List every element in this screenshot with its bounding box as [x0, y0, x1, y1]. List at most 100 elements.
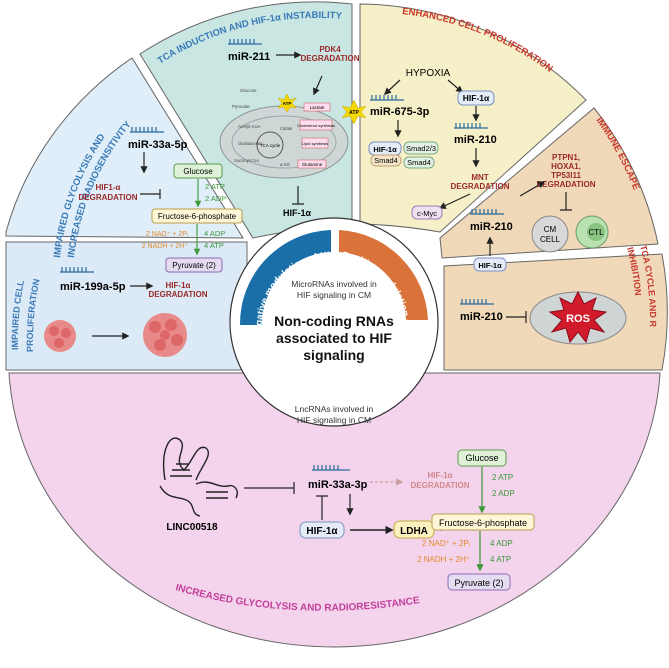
glycolysis-pyruvate-box — [165, 257, 223, 273]
immune-mir210: miR-210 — [470, 221, 513, 233]
lnc-adp4: 4 ADP — [490, 539, 513, 548]
tca-label-lactate: Lactate — [310, 105, 325, 110]
hypoxia-hif-arrow — [447, 79, 464, 93]
tca-hif: HIF-1α — [283, 208, 312, 218]
tca-target-1: PDK4 — [319, 45, 341, 54]
glycolysis-adp4: 4 ADP — [204, 229, 225, 238]
mnt-2: DEGRADATION — [451, 182, 510, 191]
large-cell-cluster-icon — [143, 313, 187, 357]
proliferation-target-2: DEGRADATION — [149, 290, 208, 299]
smad23: Smad2/3 — [406, 144, 436, 153]
tca-label-cholesterol: Cholesterol synthesis — [297, 123, 335, 128]
cmyc-box — [411, 205, 443, 220]
mnt-cmyc-arrow — [438, 193, 471, 209]
ros-mitochondrion-icon — [529, 290, 627, 345]
mirna-caption-1: MicroRNAs involved in — [291, 279, 377, 289]
cm-cell-icon — [531, 215, 569, 253]
glycolysis-glucose-box — [173, 163, 223, 179]
tca-mirna: miR-211 — [228, 51, 270, 63]
tca-label-succinyl: Succinyl-CoA — [234, 158, 259, 163]
cholesterol-box — [299, 119, 333, 131]
positive-band — [339, 230, 428, 320]
lnc-f6p-box — [431, 513, 535, 531]
tca-pdk4-arrow — [313, 75, 323, 96]
cm-cell-1: CM — [544, 225, 557, 234]
lnc-hif-box — [299, 521, 345, 539]
lipid-box — [301, 137, 329, 149]
lnc-adp2: 2 ADP — [492, 489, 515, 498]
immune-mir-arrow — [519, 181, 546, 197]
lncrna-caption-1: LncRNAs involved in — [295, 404, 374, 414]
immune-target-2: HOXA1, — [551, 162, 581, 171]
lnc-mirna: miR-33a-3p — [308, 479, 368, 491]
enhanced-hif: HIF-1α — [463, 93, 490, 103]
mirna-icon — [130, 127, 164, 133]
immune-target-4: DEGRADATION — [537, 180, 596, 189]
small-cell-cluster-icon — [44, 320, 76, 352]
svg-text:ATP: ATP — [283, 101, 292, 106]
glutamine-box — [297, 159, 327, 169]
mirna-icon — [470, 209, 504, 215]
hypoxia-label: HYPOXIA — [406, 68, 451, 79]
cmyc: c-Myc — [417, 209, 437, 218]
glycolysis-nad: 2 NAD⁺ + 2Pᵢ — [146, 231, 188, 238]
mirna-icon — [370, 95, 404, 101]
smad23-box — [403, 141, 439, 155]
tca-label-citrate: Citrate — [280, 126, 293, 131]
glycolysis-f6p-box — [151, 208, 243, 224]
ctl-label: CTL — [588, 228, 604, 237]
enhanced-mir210: miR-210 — [454, 134, 497, 146]
ctl-nucleus — [587, 223, 605, 241]
glycolysis-atp2: 2 ATP — [205, 182, 225, 191]
smad4b: Smad4 — [407, 158, 431, 167]
hypoxia-mir675-arrow — [383, 79, 401, 95]
glycolysis-inhibition — [140, 189, 161, 199]
glycolysis-f6p: Fructose-6-phosphate — [158, 212, 237, 221]
glycolysis-adp2: 2 ADP — [205, 194, 226, 203]
immune-target-1: PTPN1, — [552, 153, 580, 162]
lactate-box — [303, 102, 331, 112]
hif-mir-inhibition — [316, 495, 328, 520]
tca-label-cycle: TCA cycle — [260, 143, 281, 148]
tca-label-glutamine: Glutamine — [302, 162, 323, 167]
ldha: LDHA — [400, 526, 428, 537]
smad4b-box — [403, 156, 435, 169]
lnc-glucose-box — [457, 449, 507, 467]
enhanced-hif2: HIF-1α — [373, 145, 397, 154]
lnc-glucose: Glucose — [465, 453, 498, 463]
glycolysis-nadh: 2 NADH + 2H⁺ — [142, 243, 189, 250]
atp-burst-icon: ATP — [277, 93, 297, 113]
tca-label-glucose: Glucose — [240, 88, 257, 93]
mirna-icon — [312, 465, 350, 471]
glycolysis-target-2: DEGRADATION — [79, 193, 138, 202]
mirna-caption-2: HIF signaling in CM — [297, 290, 371, 300]
linc00518-structure-icon — [159, 437, 238, 517]
svg-text:ATP: ATP — [349, 110, 359, 116]
linc-inhibition — [244, 482, 295, 494]
tca-label-akg: α-KG — [280, 162, 290, 167]
glycolysis-glucose: Glucose — [183, 167, 213, 176]
lnc-target-2: DEGRADATION — [411, 481, 470, 490]
lnc-hif: HIF-1α — [306, 526, 338, 537]
tca-target-2: DEGRADATION — [301, 54, 360, 63]
ros-label: ROS — [566, 313, 590, 325]
proliferation-target-1: HIF-1α — [166, 281, 191, 290]
title-line-2: associated to HIF — [276, 330, 392, 346]
cm-cell-2: CELL — [540, 235, 561, 244]
immune-inhibition — [560, 192, 572, 211]
smad4a-box — [370, 154, 402, 167]
lnc-f6p: Fructose-6-phosphate — [439, 518, 527, 528]
mirna-icon — [460, 299, 494, 305]
mirna-icon — [60, 267, 94, 273]
immune-hif: HIF-1α — [478, 261, 502, 270]
lnc-atp4: 4 ATP — [490, 555, 511, 564]
lnc-nadh: 2 NADH + 2H⁺ — [417, 555, 470, 564]
smad4a: Smad4 — [374, 156, 398, 165]
tca-label-pyruvate: Pyruvate — [232, 104, 250, 109]
tca-inhibition — [292, 186, 304, 205]
lnc-target-1: HIF-1α — [428, 471, 453, 480]
title-line-1: Non-coding RNAs — [274, 313, 394, 329]
immune-hif-box — [473, 257, 507, 272]
tca-label-lipid: Lipid synthesis — [302, 141, 328, 146]
